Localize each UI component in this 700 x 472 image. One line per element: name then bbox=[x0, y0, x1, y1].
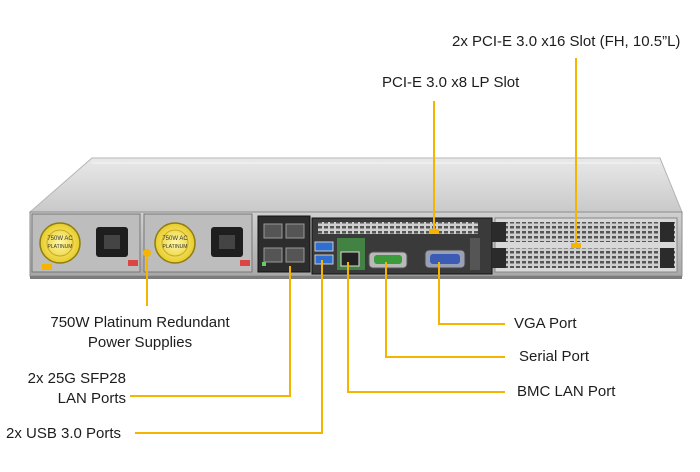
label-bmc: BMC LAN Port bbox=[517, 383, 616, 400]
label-psu-line1: 750W Platinum Redundant bbox=[50, 314, 230, 331]
svg-text:PLATINUM: PLATINUM bbox=[48, 244, 73, 250]
label-pcie-x8: PCI-E 3.0 x8 LP Slot bbox=[382, 74, 520, 91]
label-serial: Serial Port bbox=[519, 348, 590, 365]
label-sfp28-line1: 2x 25G SFP28 bbox=[27, 370, 126, 387]
label-psu-line2: Power Supplies bbox=[87, 334, 193, 351]
io-panel bbox=[311, 217, 493, 275]
callout-usb bbox=[135, 260, 323, 434]
callout-markers bbox=[143, 229, 581, 257]
psu-2-label: 750W AC bbox=[162, 236, 188, 242]
label-sfp28-line2: LAN Ports bbox=[57, 390, 126, 407]
callout-sfp28 bbox=[130, 266, 291, 397]
svg-text:PLATINUM: PLATINUM bbox=[163, 244, 188, 250]
callout-serial bbox=[385, 262, 505, 358]
callout-vga bbox=[438, 262, 505, 325]
label-sfp28: 2x 25G SFP28 LAN Ports bbox=[4, 369, 126, 409]
sfp28-ports bbox=[257, 215, 311, 273]
label-usb: 2x USB 3.0 Ports bbox=[6, 425, 122, 442]
label-vga: VGA Port bbox=[514, 315, 577, 332]
label-pcie-x16: 2x PCI-E 3.0 x16 Slot (FH, 10.5”L) bbox=[452, 33, 681, 50]
callout-bmc bbox=[347, 262, 505, 393]
callout-lines bbox=[130, 58, 577, 434]
power-supply-2: 750W AC PLATINUM bbox=[143, 213, 253, 273]
label-power-supplies: 750W Platinum Redundant Power Supplies bbox=[40, 313, 240, 353]
psu-fan-1 bbox=[39, 222, 81, 264]
power-supply-1: 750W AC PLATINUM bbox=[31, 213, 141, 273]
pcie-x16-slots bbox=[492, 217, 678, 273]
psu-1-label: 750W AC bbox=[47, 236, 73, 242]
usb-port-2 bbox=[314, 254, 334, 265]
usb-port-1 bbox=[314, 241, 334, 252]
bmc-lan-port bbox=[340, 251, 360, 267]
psu-fan-2 bbox=[154, 222, 196, 264]
